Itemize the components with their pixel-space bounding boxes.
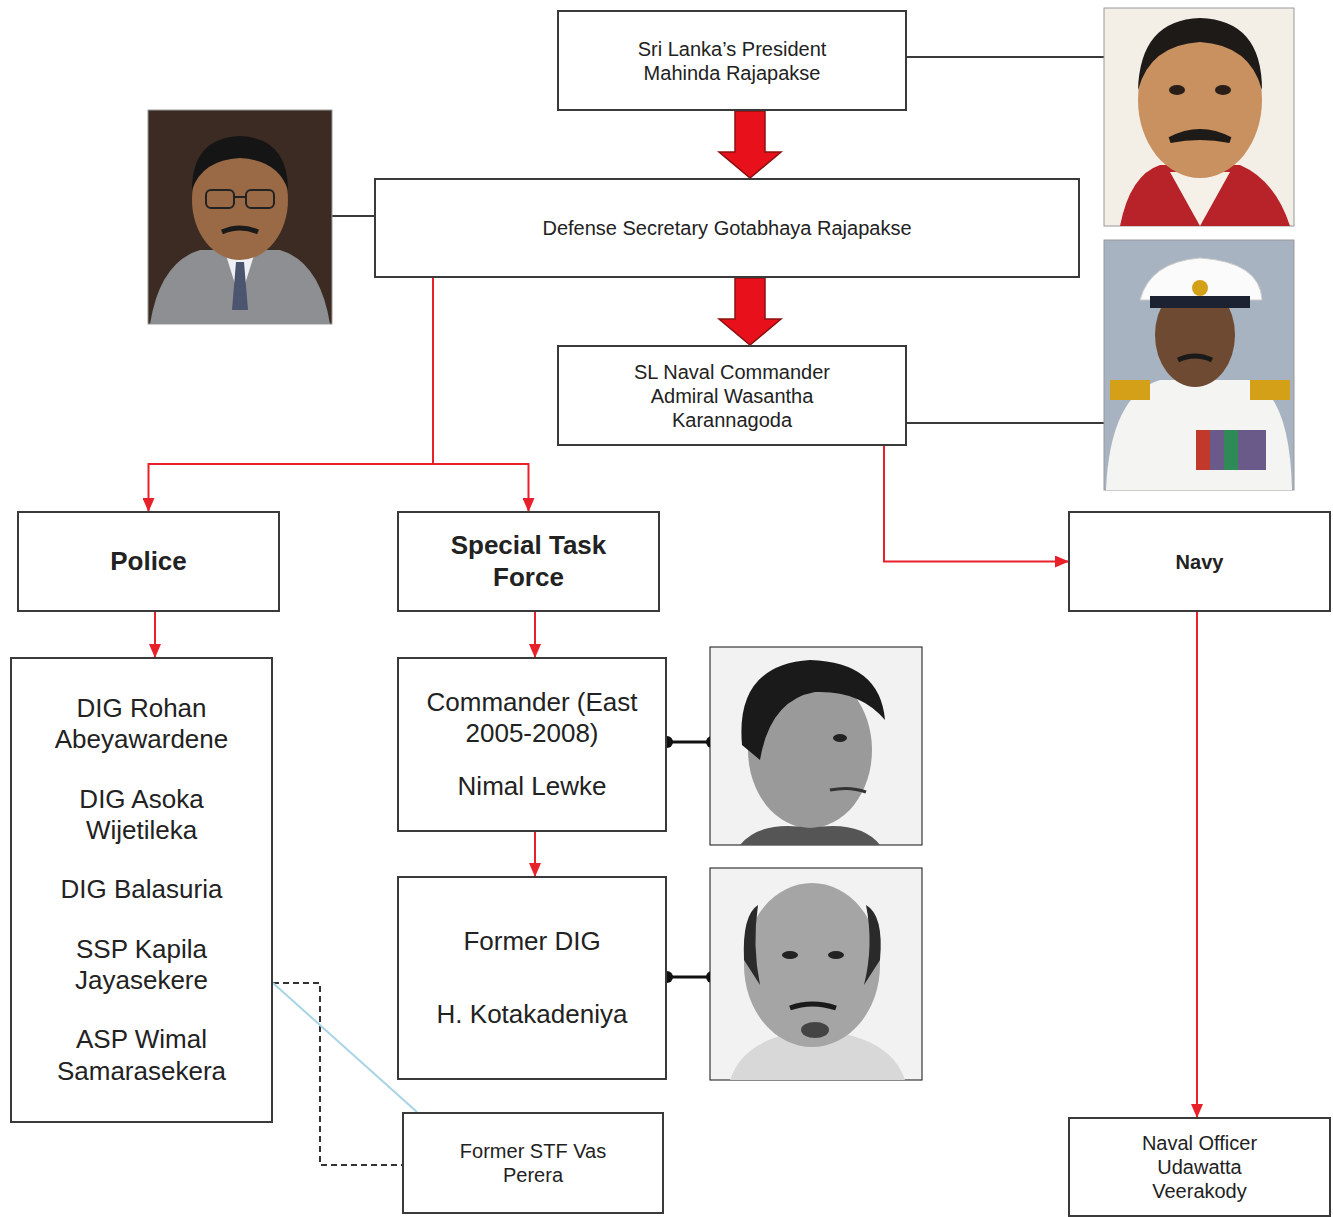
- photo-frame: [710, 868, 922, 1080]
- portrait-photo: [710, 647, 922, 845]
- president-box: Sri Lanka’s President Mahinda Rajapakse: [557, 10, 907, 111]
- portrait-photo: [1104, 240, 1294, 490]
- medals: [1224, 430, 1238, 470]
- eye: [782, 951, 798, 959]
- unit-box: Police: [17, 511, 280, 612]
- portrait-photo: [148, 110, 332, 324]
- node-label: ASP Wimal Samarasekera: [34, 1024, 249, 1086]
- medals: [1196, 430, 1266, 470]
- node-label: SL Naval Commander Admiral Wasantha Kara…: [612, 360, 852, 432]
- cap: [1140, 258, 1262, 300]
- node-label: Navy: [1176, 550, 1224, 574]
- medals: [1196, 430, 1210, 470]
- photo-frame: [710, 647, 922, 845]
- mustache: [1178, 356, 1212, 360]
- suit: [150, 250, 330, 324]
- unit-box: Special Task Force: [397, 511, 660, 612]
- node-label: Nimal Lewke: [458, 771, 607, 802]
- uniform: [1106, 380, 1292, 490]
- officer-list-box: DIG Rohan AbeyawardeneDIG Asoka Wijetile…: [10, 657, 273, 1123]
- block-arrow: [719, 111, 781, 178]
- cap-badge: [1192, 280, 1208, 296]
- photo-frame: [1104, 240, 1294, 490]
- mustache: [790, 1004, 836, 1008]
- dashed-link: [273, 983, 402, 1165]
- cap-band: [1150, 296, 1250, 308]
- node-label: Former DIG: [463, 926, 600, 957]
- leader-line: [332, 215, 374, 217]
- hair: [741, 660, 885, 760]
- glasses: [246, 190, 274, 208]
- block-arrow: [719, 278, 781, 345]
- glasses: [234, 196, 246, 198]
- eye: [1215, 85, 1231, 95]
- leader-line: [907, 56, 1104, 58]
- officer-box: Former STF Vas Perera: [402, 1112, 664, 1214]
- hair: [864, 905, 881, 985]
- node-label: Commander (East 2005-2008): [412, 687, 652, 749]
- eye: [828, 951, 844, 959]
- collar: [740, 826, 880, 845]
- leader-line: [667, 741, 712, 744]
- mustache: [222, 228, 258, 232]
- flow-arrow: [534, 832, 536, 876]
- mustache: [1170, 132, 1230, 140]
- officer-box: Former DIG H. Kotakadeniya: [397, 876, 667, 1080]
- node-label: DIG Rohan Abeyawardene: [34, 693, 249, 755]
- epaulette: [1250, 380, 1290, 400]
- node-label: Special Task Force: [429, 530, 629, 592]
- commander-box: SL Naval Commander Admiral Wasantha Kara…: [557, 345, 907, 446]
- officer-box: Naval Officer Udawatta Veerakody: [1068, 1117, 1331, 1217]
- epaulette: [1110, 380, 1150, 400]
- glasses: [206, 190, 234, 208]
- node-label: SSP Kapila Jayasekere: [34, 934, 249, 996]
- flow-arrow: [154, 612, 156, 657]
- node-label: H. Kotakadeniya: [437, 999, 628, 1030]
- flow-arrow: [433, 278, 529, 511]
- node-label: Former STF Vas Perera: [458, 1139, 608, 1187]
- eye: [1169, 85, 1185, 95]
- leader-line: [907, 422, 1104, 424]
- face: [744, 883, 880, 1047]
- secretary-box: Defense Secretary Gotabhaya Rajapakse: [374, 178, 1080, 278]
- eye: [833, 734, 847, 742]
- hair: [1138, 18, 1262, 90]
- leader-line: [667, 976, 712, 979]
- node-label: Defense Secretary Gotabhaya Rajapakse: [542, 216, 911, 240]
- node-label: Sri Lanka’s President Mahinda Rajapakse: [597, 37, 867, 85]
- flow-arrow: [534, 612, 536, 657]
- flow-arrow: [149, 278, 434, 511]
- officer-box: Commander (East 2005-2008) Nimal Lewke: [397, 657, 667, 832]
- mouth: [830, 788, 866, 792]
- node-label: Police: [110, 546, 187, 577]
- shirt: [1170, 172, 1230, 226]
- tie: [232, 262, 248, 310]
- flow-arrow: [884, 446, 1068, 562]
- hair: [192, 136, 288, 190]
- photo-frame: [148, 110, 332, 324]
- portrait-photo: [710, 868, 922, 1080]
- mouth: [801, 1022, 829, 1038]
- hair: [744, 905, 760, 985]
- node-label: DIG Asoka Wijetileka: [34, 784, 249, 846]
- node-label: Naval Officer Udawatta Veerakody: [1110, 1131, 1290, 1203]
- node-label: DIG Balasuria: [61, 874, 223, 905]
- link-line: [273, 983, 417, 1112]
- flow-arrow: [1196, 612, 1198, 1117]
- unit-box: Navy: [1068, 511, 1331, 612]
- portrait-photo: [1104, 8, 1294, 226]
- photo-frame: [1104, 8, 1294, 226]
